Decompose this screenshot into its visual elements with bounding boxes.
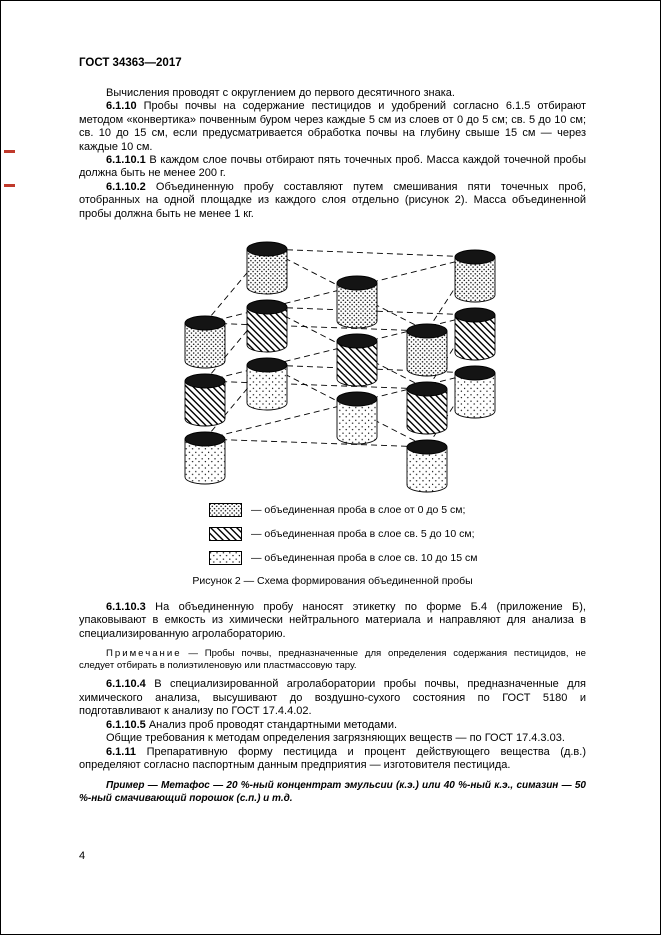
- clause-text: Объединенную пробу составляют путем смеш…: [79, 180, 586, 220]
- figure-2-diagram: [175, 233, 520, 495]
- clause-number: 6.1.10.4: [106, 678, 146, 691]
- clause-paragraph: 6.1.10.4 В специализированной агролабора…: [79, 678, 586, 718]
- margin-mark: [4, 184, 15, 187]
- clause-text: Анализ проб проводят стандартными метода…: [148, 718, 398, 731]
- clause-text: Общие требования к методам определения з…: [106, 732, 565, 745]
- clause-number: 6.1.11: [106, 745, 136, 758]
- legend-item: — объединенная проба в слое св. 5 до 10 …: [209, 527, 586, 542]
- clause-number: 6.1.10.3: [106, 601, 146, 614]
- clause-paragraph: 6.1.10.1 В каждом слое почвы отбирают пя…: [79, 154, 586, 181]
- note-label: Примечание: [106, 648, 182, 660]
- clause-text: Вычисления проводят с округлением до пер…: [106, 87, 455, 99]
- legend-label: — объединенная проба в слое св. 10 до 15…: [251, 551, 478, 564]
- legend-label: — объединенная проба в слое от 0 до 5 см…: [251, 503, 466, 516]
- example-paragraph: Пример — Метафос — 20 %-ный концентрат э…: [79, 780, 586, 804]
- figure-2: — объединенная проба в слое от 0 до 5 см…: [79, 233, 586, 587]
- clause-number: 6.1.10.1: [106, 154, 146, 167]
- legend-swatch-layer-0-5: [209, 503, 242, 518]
- clause-number: 6.1.10.2: [106, 180, 146, 193]
- clause-paragraph: Общие требования к методам определения з…: [79, 732, 586, 745]
- note-paragraph: Примечание — Пробы почвы, предназначенны…: [79, 648, 586, 671]
- legend-label: — объединенная проба в слое св. 5 до 10 …: [251, 527, 475, 540]
- clause-paragraph: 6.1.10.3 На объединенную пробу наносят э…: [79, 601, 586, 641]
- legend-swatch-layer-10-15: [209, 551, 242, 566]
- margin-mark: [4, 150, 15, 153]
- clause-text: В специализированной агролаборатории про…: [79, 678, 586, 718]
- clause-paragraph: 6.1.11 Препаративную форму пестицида и п…: [79, 746, 586, 773]
- figure-caption: Рисунок 2 — Схема формирования объединен…: [192, 575, 473, 588]
- legend-swatch-layer-5-10: [209, 527, 242, 542]
- clause-number: 6.1.10: [106, 100, 137, 113]
- legend-item: — объединенная проба в слое от 0 до 5 см…: [209, 503, 586, 518]
- document-content: ГОСТ 34363—2017 Вычисления проводят с ок…: [79, 57, 586, 806]
- clause-paragraph: Вычисления проводят с округлением до пер…: [79, 87, 586, 100]
- clause-paragraph: 6.1.10 Пробы почвы на содержание пестици…: [79, 100, 586, 154]
- clause-text: На объединенную пробу наносят этикетку п…: [79, 601, 586, 640]
- clause-paragraph: 6.1.10.2 Объединенную пробу составляют п…: [79, 181, 586, 221]
- legend-item: — объединенная проба в слое св. 10 до 15…: [209, 551, 586, 566]
- clause-number: 6.1.10.5: [106, 718, 146, 731]
- clause-text: Препаративную форму пестицида и процент …: [79, 745, 586, 771]
- clause-text: В каждом слое почвы отбирают пять точечн…: [79, 154, 586, 180]
- page-number: 4: [79, 850, 86, 862]
- clause-text: Пробы почвы на содержание пестицидов и у…: [79, 100, 586, 153]
- figure-legend: — объединенная проба в слое от 0 до 5 см…: [209, 503, 586, 566]
- document-header: ГОСТ 34363—2017: [79, 57, 182, 69]
- clause-paragraph: 6.1.10.5 Анализ проб проводят стандартны…: [79, 719, 586, 732]
- note-text: — Пробы почвы, предназначенные для опред…: [79, 648, 587, 671]
